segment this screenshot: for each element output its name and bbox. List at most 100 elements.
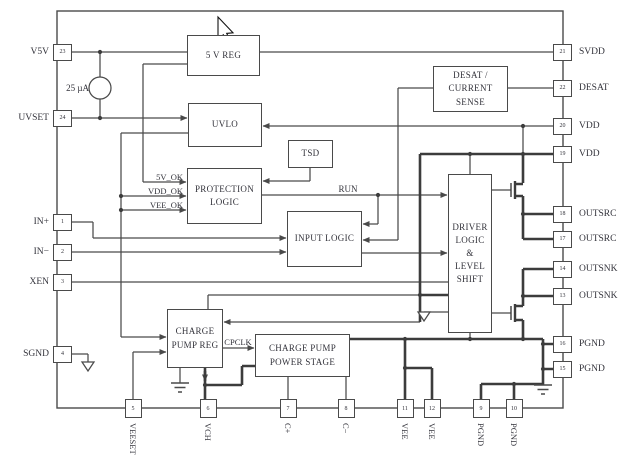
block-label-driver-logic-level-shift: DRIVER LOGIC & LEVEL SHIFT <box>452 221 488 285</box>
pin-6: 6 <box>199 399 217 418</box>
pin-number: 18 <box>559 211 566 217</box>
pin-number: 17 <box>559 236 566 242</box>
pin-label-PGND: PGND <box>476 423 486 447</box>
pin-label-VEE: VEE <box>400 423 410 440</box>
pin-number: 5 <box>131 405 135 412</box>
block-charge-pump-power-stage: CHARGE PUMP POWER STAGE <box>255 334 350 377</box>
pin-number: 24 <box>59 115 66 121</box>
block-label-charge-pump-reg: CHARGE PUMP REG <box>171 326 219 350</box>
pin-number: 11 <box>402 405 408 412</box>
block-protection-logic: PROTECTION LOGIC <box>187 168 262 224</box>
pin-label-XEN: XEN <box>29 276 49 287</box>
pin-label-VEESET: VEESET <box>128 423 138 455</box>
pin-number: 19 <box>559 151 566 157</box>
mosfet-outsrc-icon <box>510 181 517 199</box>
pin-label-OUTSNK: OUTSNK <box>579 263 618 274</box>
signal-label-cpclk: CPCLK <box>224 337 252 347</box>
block-driver-logic-level-shift: DRIVER LOGIC & LEVEL SHIFT <box>448 174 492 333</box>
pin-number: 12 <box>429 405 435 412</box>
pin-17: 17 <box>553 230 572 248</box>
current-source-icon <box>88 76 112 100</box>
pin-number: 8 <box>344 405 348 412</box>
pin-1: 1 <box>53 213 72 231</box>
pin-number: 22 <box>559 85 566 91</box>
pin-number: 3 <box>61 279 64 285</box>
pin-12: 12 <box>423 399 441 418</box>
signal-ground-icon <box>80 311 432 373</box>
pin-label-PGND: PGND <box>579 363 605 374</box>
pin-number: 9 <box>479 405 483 412</box>
wires-thin <box>72 51 553 399</box>
pin-3: 3 <box>53 273 72 291</box>
block-desat-current-sense: DESAT / CURRENT SENSE <box>433 66 508 112</box>
pin-24: 24 <box>53 109 72 127</box>
block-label-desat-current-sense: DESAT / CURRENT SENSE <box>448 70 493 107</box>
pin-11: 11 <box>396 399 414 418</box>
pin-number: 2 <box>61 249 64 255</box>
pin-label-VCH: VCH <box>203 423 213 441</box>
block-label-tsd: TSD <box>301 148 320 159</box>
pin-label-VDD: VDD <box>579 148 600 159</box>
pin-number: 7 <box>286 405 290 412</box>
earth-ground-icon <box>171 382 552 395</box>
pin-label-PGND: PGND <box>579 338 605 349</box>
pin-15: 15 <box>553 360 572 378</box>
pin-label-C−: C− <box>341 423 351 434</box>
pin-label-VDD: VDD <box>579 120 600 131</box>
block-label-charge-pump-power-stage: CHARGE PUMP POWER STAGE <box>268 343 337 367</box>
pin-number: 15 <box>559 366 566 372</box>
block-label-uvlo: UVLO <box>211 119 239 130</box>
pin-label-V5V: V5V <box>30 46 49 57</box>
block-label-input-logic: INPUT LOGIC <box>294 233 355 244</box>
pin-number: 16 <box>559 341 566 347</box>
pin-label-OUTSRC: OUTSRC <box>579 208 617 219</box>
pin-21: 21 <box>553 43 572 61</box>
pin-8: 8 <box>337 399 355 418</box>
pin-number: 14 <box>559 266 566 272</box>
pin-number: 23 <box>59 49 66 55</box>
block-input-logic: INPUT LOGIC <box>287 211 362 267</box>
pin-7: 7 <box>279 399 297 418</box>
pin-label-SGND: SGND <box>23 348 49 359</box>
pin-19: 19 <box>553 145 572 163</box>
junction-dots <box>97 49 546 388</box>
pin-10: 10 <box>505 399 523 418</box>
pin-number: 21 <box>559 49 566 55</box>
block-label-protection-logic: PROTECTION LOGIC <box>195 183 254 207</box>
pin-label-IN+: IN+ <box>33 216 49 227</box>
block-uvlo: UVLO <box>188 103 262 147</box>
block-label-5v-reg: 5 V REG <box>205 49 242 60</box>
mosfet-outsnk-icon <box>510 304 517 322</box>
pin-label-IN−: IN− <box>33 246 49 257</box>
pin-5: 5 <box>124 399 142 418</box>
signal-label-run: RUN <box>338 184 358 194</box>
pin-number: 10 <box>511 405 517 412</box>
signal-label-vdd-ok: VDD_OK <box>148 186 183 196</box>
current-source-label: 25 µA <box>66 83 89 93</box>
pin-22: 22 <box>553 79 572 97</box>
pin-9: 9 <box>472 399 490 418</box>
signal-label-5v-ok: 5V_OK <box>156 172 183 182</box>
pin-2: 2 <box>53 243 72 261</box>
pin-20: 20 <box>553 117 572 135</box>
wires-arrows <box>72 81 553 382</box>
pin-label-OUTSNK: OUTSNK <box>579 290 618 301</box>
pin-4: 4 <box>53 345 72 363</box>
pin-13: 13 <box>553 287 572 305</box>
pin-23: 23 <box>53 43 72 61</box>
pin-label-UVSET: UVSET <box>18 112 49 123</box>
pin-number: 20 <box>559 123 566 129</box>
signal-label-vee-ok: VEE_OK <box>149 200 183 210</box>
pin-label-VEE: VEE <box>427 423 437 440</box>
block-5v-reg: 5 V REG <box>187 35 260 76</box>
pin-18: 18 <box>553 205 572 223</box>
pin-label-DESAT: DESAT <box>579 82 609 93</box>
pin-number: 13 <box>559 293 566 299</box>
pin-label-C+: C+ <box>283 423 293 434</box>
pin-number: 6 <box>206 405 210 412</box>
block-charge-pump-reg: CHARGE PUMP REG <box>167 309 223 368</box>
pin-14: 14 <box>553 260 572 278</box>
pin-label-OUTSRC: OUTSRC <box>579 233 617 244</box>
